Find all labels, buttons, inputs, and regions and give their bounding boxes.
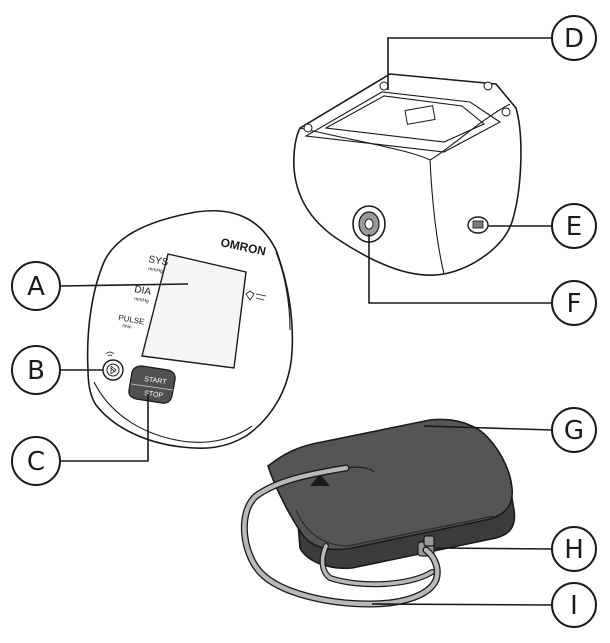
sys-unit: mmHg <box>148 266 164 275</box>
monitor-unit-front: OMRON SYS mmHg DIA mmHg PULSE /min START… <box>86 210 294 450</box>
callout-i: I <box>551 582 597 628</box>
usb-port[interactable] <box>467 216 489 234</box>
leader-line-i <box>371 603 553 606</box>
leader-line-c <box>60 394 149 462</box>
air-tube <box>240 464 441 608</box>
pulse-unit: /min <box>122 323 133 331</box>
svg-text:C: C <box>27 447 45 477</box>
leader-line-h <box>435 547 553 550</box>
leader-line-g <box>423 425 553 431</box>
stop-label: STOP <box>144 390 164 400</box>
callout-c: C <box>11 436 61 486</box>
svg-text:G: G <box>564 416 584 446</box>
dia-label: DIA <box>133 284 152 298</box>
air-jack-socket[interactable] <box>352 205 386 243</box>
arm-cuff <box>267 418 516 570</box>
heart-indicator-icon <box>245 290 267 301</box>
start-label: START <box>144 376 168 386</box>
leader-lines <box>59 37 553 606</box>
svg-text:I: I <box>570 591 578 621</box>
leader-line-d <box>387 37 552 90</box>
dia-unit: mmHg <box>134 296 150 305</box>
start-stop-button[interactable]: START STOP <box>128 365 176 404</box>
rear-foot <box>483 81 493 91</box>
wireless-icon <box>105 351 115 357</box>
callout-f: F <box>551 280 597 326</box>
callout-b: B <box>11 345 61 395</box>
svg-text:B: B <box>27 356 45 386</box>
battery-cover-latch <box>404 105 436 125</box>
callout-a: A <box>11 261 61 311</box>
leader-line-a <box>59 283 189 287</box>
rear-foot <box>501 107 511 117</box>
monitor-unit-rear <box>293 73 522 276</box>
artery-mark-icon <box>310 474 330 486</box>
svg-text:E: E <box>566 212 582 242</box>
svg-text:F: F <box>567 289 582 319</box>
sys-label: SYS <box>147 254 169 268</box>
callout-d: D <box>551 15 597 61</box>
svg-text:A: A <box>27 272 45 302</box>
bluetooth-button[interactable] <box>102 359 124 381</box>
callout-h: H <box>551 526 597 572</box>
callout-g: G <box>551 407 597 453</box>
callout-e: E <box>551 203 597 249</box>
rear-foot <box>303 123 313 133</box>
svg-text:H: H <box>564 535 584 565</box>
svg-text:D: D <box>564 24 584 54</box>
pulse-label: PULSE <box>118 313 145 326</box>
bluetooth-icon <box>110 365 117 375</box>
rear-foot <box>379 81 389 91</box>
display-screen <box>141 253 247 369</box>
leader-line-f <box>368 234 552 304</box>
